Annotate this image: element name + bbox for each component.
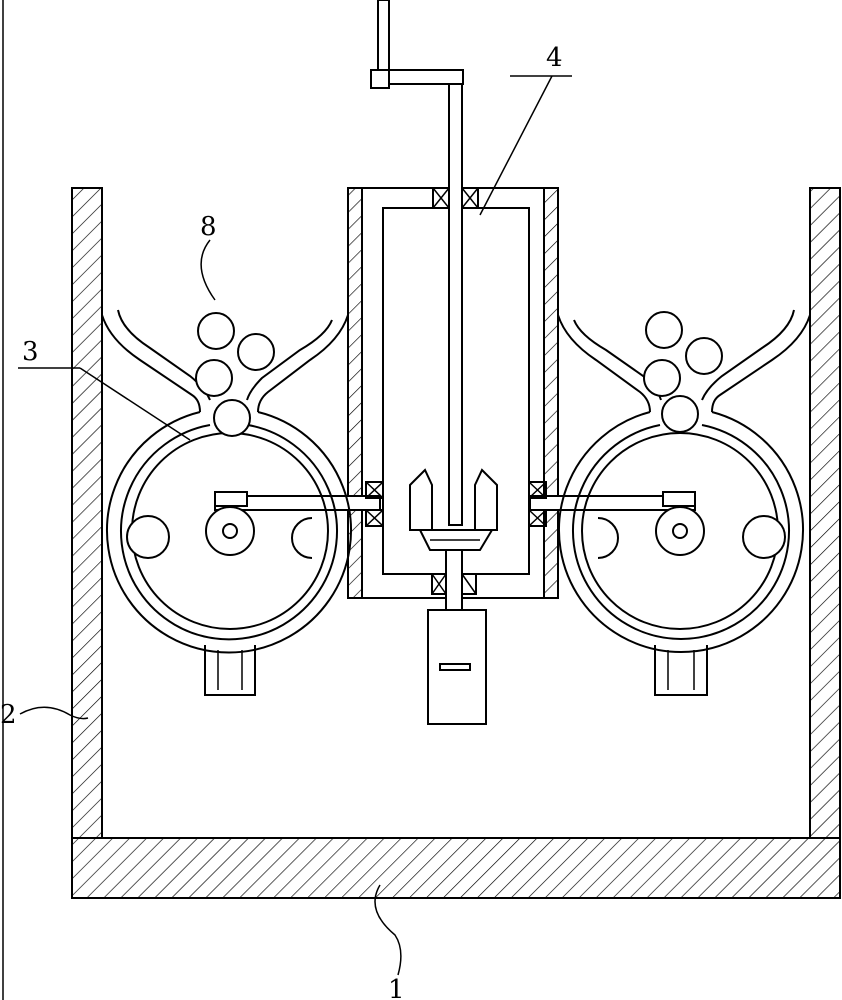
balls-right (643, 311, 723, 433)
vertical-shaft (448, 69, 463, 526)
lower-bearing-left (431, 573, 447, 595)
lower-bearing-right (461, 573, 477, 595)
handle-grip (377, 0, 390, 79)
right-crusher (557, 309, 811, 696)
label-crusher-housing: 3 (22, 337, 39, 367)
leader-lines (18, 75, 572, 976)
tank-left-wall (71, 187, 103, 839)
handle-joint (370, 69, 390, 89)
base-plate (71, 837, 841, 899)
label-tank: 2 (0, 700, 17, 730)
tank-right-wall (809, 187, 841, 839)
side-bearings (365, 481, 547, 527)
bevel-gears (409, 468, 498, 551)
balls-left (195, 312, 275, 437)
label-base: 1 (388, 975, 405, 1000)
motor-unit (427, 609, 487, 725)
motor-slot (439, 663, 471, 671)
lower-shaft (445, 549, 463, 611)
label-balls: 8 (200, 212, 217, 242)
label-motor-housing: 4 (546, 43, 563, 73)
handle-arm (382, 69, 464, 85)
center-housing-right-wall (543, 187, 559, 599)
